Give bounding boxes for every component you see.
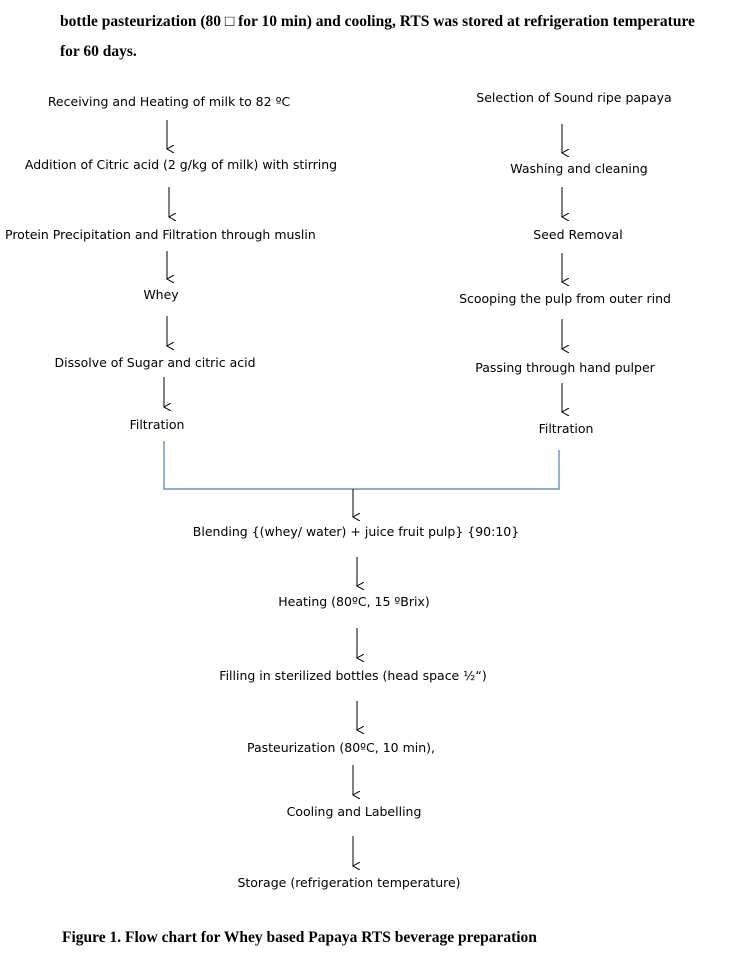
right-step-selection: Selection of Sound ripe papaya bbox=[476, 90, 672, 105]
merged-step-cooling-labelling: Cooling and Labelling bbox=[286, 804, 422, 819]
intro-line-2: for 60 days. bbox=[60, 43, 137, 60]
merged-step-pasteurization: Pasteurization (80ºC, 10 min), bbox=[246, 740, 436, 755]
left-step-dissolve-sugar: Dissolve of Sugar and citric acid bbox=[54, 355, 256, 370]
merged-step-heating: Heating (80ºC, 15 ºBrix) bbox=[278, 594, 430, 609]
figure-caption: Figure 1. Flow chart for Whey based Papa… bbox=[62, 929, 537, 946]
right-step-filtration: Filtration bbox=[538, 421, 594, 436]
right-step-hand-pulper: Passing through hand pulper bbox=[475, 360, 655, 375]
merged-step-blending: Blending {(whey/ water) + juice fruit pu… bbox=[192, 524, 520, 539]
merge-connector bbox=[163, 441, 560, 490]
right-step-washing: Washing and cleaning bbox=[510, 161, 648, 176]
right-step-scooping: Scooping the pulp from outer rind bbox=[459, 291, 671, 306]
left-step-protein-precipitation: Protein Precipitation and Filtration thr… bbox=[5, 227, 316, 242]
intro-line-1: bottle pasteurization (80 □ for 10 min) … bbox=[60, 13, 695, 30]
left-step-citric-acid: Addition of Citric acid (2 g/kg of milk)… bbox=[24, 157, 338, 172]
right-step-seed-removal: Seed Removal bbox=[533, 227, 623, 242]
left-step-receiving-heating: Receiving and Heating of milk to 82 ºC bbox=[47, 94, 291, 109]
merged-step-filling: Filling in sterilized bottles (head spac… bbox=[219, 668, 487, 683]
left-step-filtration: Filtration bbox=[129, 417, 185, 432]
left-step-whey: Whey bbox=[143, 287, 179, 302]
merged-step-storage: Storage (refrigeration temperature) bbox=[237, 875, 461, 890]
